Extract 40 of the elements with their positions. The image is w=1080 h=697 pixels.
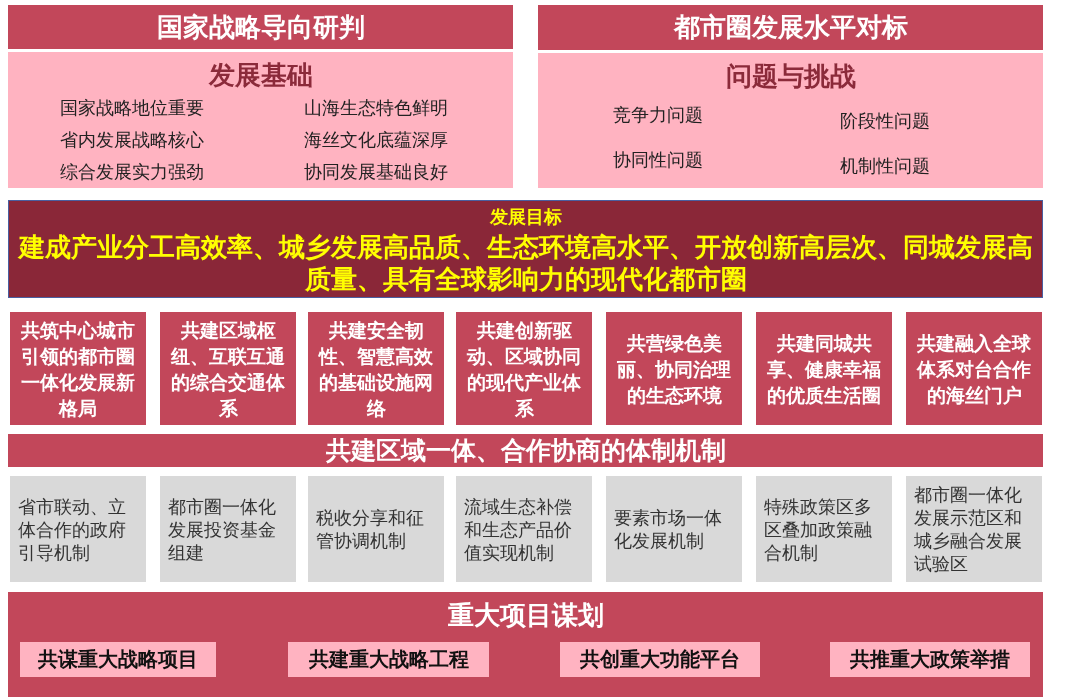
task-box: 共建安全韧性、智慧高效的基础设施网络 (308, 312, 444, 425)
task-box: 共营绿色美丽、协同治理的生态环境 (606, 312, 742, 425)
list-item: 机制性问题 (840, 154, 930, 178)
task-box: 共建同城共享、健康幸福的优质生活圈 (756, 312, 892, 425)
mechanism-box: 要素市场一体化发展机制 (606, 476, 742, 582)
info-panel (538, 53, 1043, 188)
project-tag: 共谋重大战略项目 (20, 642, 216, 677)
panel-heading: 问题与挑战 (724, 60, 857, 93)
list-item: 协同发展基础良好 (304, 160, 448, 184)
section-header-band: 都市圈发展水平对标 (538, 5, 1043, 50)
task-box: 共建融入全球体系对台合作的海丝门户 (906, 312, 1042, 425)
task-box: 共建区域枢纽、互联互通的综合交通体系 (160, 312, 296, 425)
list-item: 竞争力问题 (613, 103, 703, 127)
goal-text: 建成产业分工高效率、城乡发展高品质、生态环境高水平、开放创新高层次、同城发展高质量、具有全球影响力的现代化都市圈 (17, 231, 1034, 295)
project-tag: 共推重大政策举措 (830, 642, 1030, 677)
section-header-band: 国家战略导向研判 (8, 5, 513, 49)
list-item: 协同性问题 (613, 148, 703, 172)
mechanism-box: 都市圈一体化发展投资基金组建 (160, 476, 296, 582)
info-panel (8, 52, 513, 188)
list-item: 海丝文化底蕴深厚 (304, 128, 448, 152)
goal-banner (8, 200, 1043, 298)
mechanism-box: 流域生态补偿和生态产品价值实现机制 (456, 476, 592, 582)
mechanism-box: 税收分享和征管协调机制 (308, 476, 444, 582)
mechanism-band: 共建区域一体、合作协商的体制机制 (8, 434, 1043, 467)
mechanism-box: 特殊政策区多区叠加政策融合机制 (756, 476, 892, 582)
panel-heading: 重大项目谋划 (446, 599, 605, 632)
goal-heading: 发展目标 (488, 205, 563, 229)
mechanism-box: 都市圈一体化发展示范区和城乡融合发展试验区 (906, 476, 1042, 582)
task-box: 共筑中心城市引领的都市圈一体化发展新格局 (10, 312, 146, 425)
mechanism-box: 省市联动、立体合作的政府引导机制 (10, 476, 146, 582)
project-panel (8, 592, 1043, 697)
list-item: 山海生态特色鲜明 (304, 96, 448, 120)
project-tag: 共建重大战略工程 (288, 642, 489, 677)
task-box: 共建创新驱动、区域协同的现代产业体系 (456, 312, 592, 425)
panel-heading: 发展基础 (207, 59, 314, 92)
list-item: 阶段性问题 (840, 109, 930, 133)
list-item: 省内发展战略核心 (60, 128, 204, 152)
list-item: 综合发展实力强劲 (60, 160, 204, 184)
project-tag: 共创重大功能平台 (560, 642, 760, 677)
list-item: 国家战略地位重要 (60, 96, 204, 120)
